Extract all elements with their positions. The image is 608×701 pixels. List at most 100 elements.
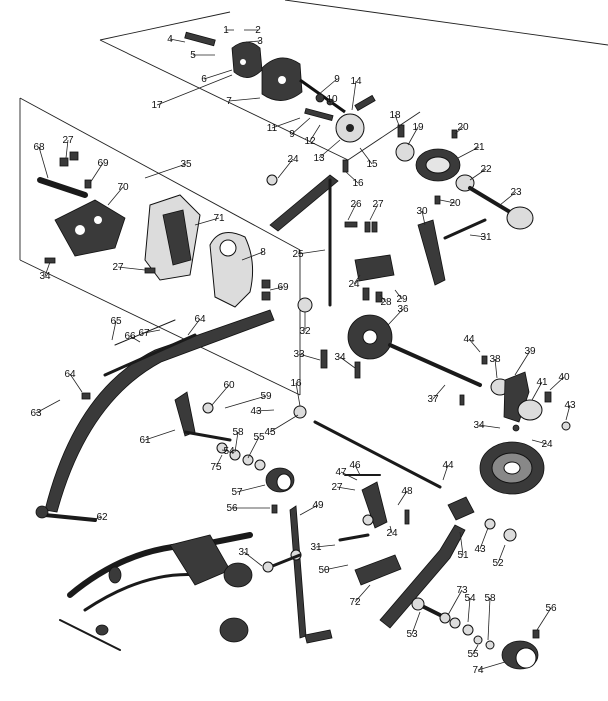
left-bracket-assembly — [37, 151, 271, 308]
upper-right-gear-assembly — [395, 124, 534, 230]
callout-label-44: 44 — [463, 334, 475, 345]
callout-leader-63 — [35, 399, 61, 414]
callout-leader-4 — [169, 38, 186, 43]
callout-leader-54 — [221, 449, 230, 452]
callout-leader-39 — [514, 350, 531, 376]
callout-leader-48 — [397, 490, 408, 506]
callout-label-12: 12 — [304, 136, 316, 147]
callout-label-24: 24 — [348, 279, 360, 290]
callout-leader-67 — [143, 329, 161, 334]
callout-label-11: 11 — [267, 123, 278, 134]
callout-leader-55 — [472, 644, 479, 655]
callout-label-45: 45 — [264, 427, 276, 438]
callout-leader-34 — [478, 424, 501, 429]
callout-label-52: 52 — [492, 558, 504, 569]
callout-label-58: 58 — [484, 593, 496, 604]
callout-leader-40 — [549, 376, 565, 391]
callout-label-69: 69 — [277, 282, 289, 293]
callout-label-74: 74 — [472, 665, 484, 676]
callout-label-36: 36 — [397, 304, 409, 315]
callout-leader-34 — [44, 261, 51, 277]
callout-label-50: 50 — [318, 565, 330, 576]
callout-leader-33 — [298, 353, 321, 361]
callout-label-24: 24 — [287, 154, 299, 165]
callout-label-64: 64 — [194, 314, 206, 325]
callout-leader-23 — [499, 191, 517, 206]
callout-label-68: 68 — [33, 142, 45, 153]
callout-leader-47 — [340, 471, 358, 481]
callout-leader-36 — [387, 308, 404, 326]
callout-label-27: 27 — [112, 262, 124, 273]
callout-leader-31 — [315, 544, 336, 548]
callout-label-38: 38 — [489, 354, 501, 365]
callout-label-20: 20 — [449, 198, 461, 209]
callout-label-34: 34 — [39, 271, 51, 282]
callout-label-3: 3 — [257, 36, 263, 47]
central-lever-assembly — [266, 174, 488, 406]
callout-leader-11 — [271, 117, 301, 129]
callout-label-31: 31 — [238, 547, 250, 558]
callout-leader-15 — [359, 147, 373, 165]
callout-label-5: 5 — [190, 50, 196, 61]
callout-leader-14 — [351, 80, 357, 111]
callout-label-25: 25 — [292, 249, 304, 260]
callout-leader-25 — [297, 249, 326, 255]
callout-label-62: 62 — [96, 512, 108, 523]
callout-label-43: 43 — [564, 400, 576, 411]
callout-label-46: 46 — [349, 460, 361, 471]
middle-lever-parts — [174, 391, 517, 644]
callout-label-54: 54 — [223, 446, 235, 457]
callout-leader-21 — [457, 146, 480, 159]
callout-label-8: 8 — [260, 247, 266, 258]
callout-label-28: 28 — [380, 297, 392, 308]
callout-label-24: 24 — [541, 439, 553, 450]
callout-leader-66 — [129, 335, 141, 343]
callout-label-6: 6 — [201, 74, 207, 85]
callout-leader-26 — [347, 203, 357, 221]
callout-leader-62 — [89, 516, 103, 521]
callout-label-7: 7 — [226, 96, 232, 107]
callout-leader-24 — [277, 158, 294, 179]
callout-leader-72 — [354, 584, 371, 603]
callout-leader-52 — [497, 544, 506, 564]
callout-label-26: 26 — [350, 199, 362, 210]
reference-frame-lines — [19, 0, 608, 396]
callout-label-34: 34 — [473, 420, 485, 431]
callout-label-24: 24 — [386, 528, 398, 539]
callout-label-43: 43 — [474, 544, 486, 555]
callout-label-65: 65 — [110, 316, 122, 327]
callout-label-35: 35 — [180, 159, 192, 170]
callout-label-27: 27 — [62, 135, 74, 146]
callout-label-23: 23 — [510, 187, 522, 198]
callout-label-16: 16 — [352, 178, 364, 189]
callout-label-21: 21 — [473, 142, 485, 153]
callout-leader-31 — [469, 234, 487, 238]
callout-label-32: 32 — [299, 326, 311, 337]
callout-leader-71 — [194, 217, 220, 226]
callout-leader-70 — [107, 186, 124, 206]
callout-label-56: 56 — [545, 603, 557, 614]
callout-leader-22 — [469, 168, 487, 181]
callout-label-55: 55 — [467, 649, 479, 660]
callout-leader-24 — [531, 439, 548, 445]
callout-leader-44 — [442, 464, 449, 481]
callout-leader-43 — [479, 527, 489, 550]
callout-label-67: 67 — [138, 328, 150, 339]
callout-leader-12 — [309, 124, 321, 142]
callout-label-20: 20 — [457, 122, 469, 133]
callout-label-61: 61 — [139, 435, 151, 446]
callout-label-37: 37 — [427, 394, 439, 405]
callout-leader-56 — [536, 607, 552, 631]
callout-leader-54 — [467, 597, 471, 623]
callout-leader-49 — [299, 504, 319, 516]
callout-leader-46 — [354, 464, 361, 476]
callout-label-72: 72 — [349, 597, 361, 608]
callout-leader-16 — [345, 171, 359, 184]
callout-label-9: 9 — [334, 74, 340, 85]
callout-leader-9 — [317, 78, 338, 96]
callout-leader-58 — [234, 431, 239, 453]
callout-leader-28 — [379, 294, 387, 303]
callout-label-2: 2 — [255, 25, 261, 36]
callout-label-34: 34 — [334, 352, 346, 363]
